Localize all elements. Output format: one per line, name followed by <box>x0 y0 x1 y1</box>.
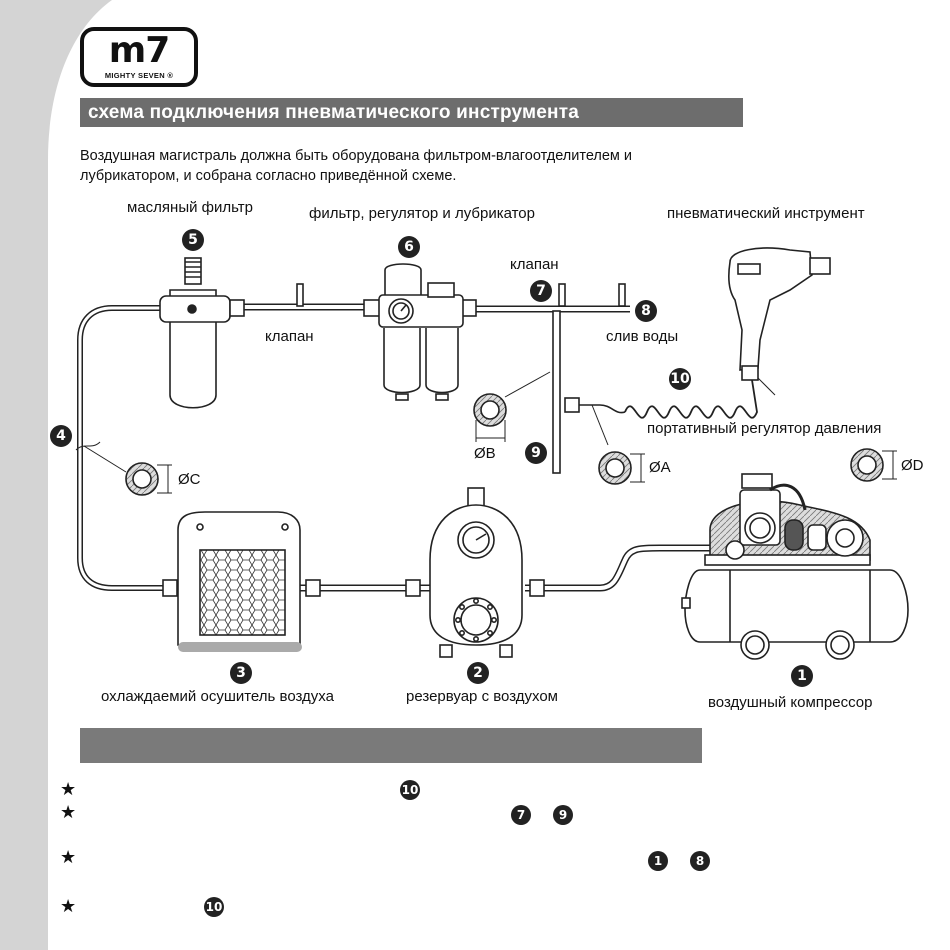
note-1-star-icon: ★ <box>60 779 77 799</box>
label-diameter-c: ØC <box>178 471 201 488</box>
label-compressor: воздушный компрессор <box>708 694 873 711</box>
left-hose <box>77 305 168 591</box>
number-badge-10: 10 <box>669 368 691 390</box>
note-3-star-icon: ★ <box>60 847 77 867</box>
impact-wrench-drawing <box>728 247 831 396</box>
label-portable-regulator: портативный регулятор давления <box>647 420 882 437</box>
number-badge-6: 6 <box>398 236 420 258</box>
note-1-ref-10: 10 <box>400 780 420 800</box>
label-oil-filter: масляный фильтр <box>127 199 253 216</box>
logo-subtitle: MIGHTY SEVEN ® <box>104 71 174 80</box>
label-dryer: охлаждаемий осушитель воздуха <box>101 688 334 705</box>
label-valve-left: клапан <box>265 328 314 345</box>
note-2-star-icon: ★ <box>60 802 77 822</box>
note-4-ref-10: 10 <box>204 897 224 917</box>
page-title: схема подключения пневматического инстру… <box>80 98 743 127</box>
label-frl: фильтр, регулятор и лубрикатор <box>309 205 535 222</box>
notes-header-bar <box>80 728 702 763</box>
intro-text: Воздушная магистраль должна быть оборудо… <box>80 146 800 186</box>
top-pipeline <box>230 283 630 474</box>
air-tank-drawing <box>429 487 523 658</box>
intro-line-1: Воздушная магистраль должна быть оборудо… <box>80 148 633 164</box>
label-valve-7: клапан <box>510 256 559 273</box>
number-badge-8: 8 <box>635 300 657 322</box>
note-3-ref-8: 8 <box>690 851 710 871</box>
coiled-hose <box>564 379 758 419</box>
diameter-marks <box>75 371 897 496</box>
number-badge-3: 3 <box>230 662 252 684</box>
intro-line-2: лубрикатором, и собрана согласно приведё… <box>80 168 457 184</box>
number-badge-2: 2 <box>467 662 489 684</box>
oil-filter-drawing <box>159 257 245 409</box>
number-badge-1: 1 <box>791 665 813 687</box>
note-4-star-icon: ★ <box>60 896 77 916</box>
compressor-drawing <box>681 473 909 660</box>
note-2-ref-7: 7 <box>511 805 531 825</box>
label-water-drain: слив воды <box>606 328 679 345</box>
number-badge-9: 9 <box>525 442 547 464</box>
air-dryer-drawing <box>177 511 302 652</box>
label-diameter-b: ØB <box>474 445 496 462</box>
number-badge-4: 4 <box>50 425 72 447</box>
number-badge-5: 5 <box>182 229 204 251</box>
note-2-ref-9: 9 <box>553 805 573 825</box>
label-air-tank: резервуар с воздухом <box>406 688 558 705</box>
bottom-pipeline <box>162 544 710 597</box>
note-3-ref-1: 1 <box>648 851 668 871</box>
logo-mark: m7 <box>108 30 171 71</box>
label-air-tool: пневматический инструмент <box>667 205 865 222</box>
label-diameter-d: ØD <box>901 457 924 474</box>
label-diameter-a: ØA <box>649 459 671 476</box>
brand-logo: m7 MIGHTY SEVEN ® <box>80 27 198 87</box>
number-badge-7: 7 <box>530 280 552 302</box>
frl-unit-drawing <box>378 263 464 401</box>
